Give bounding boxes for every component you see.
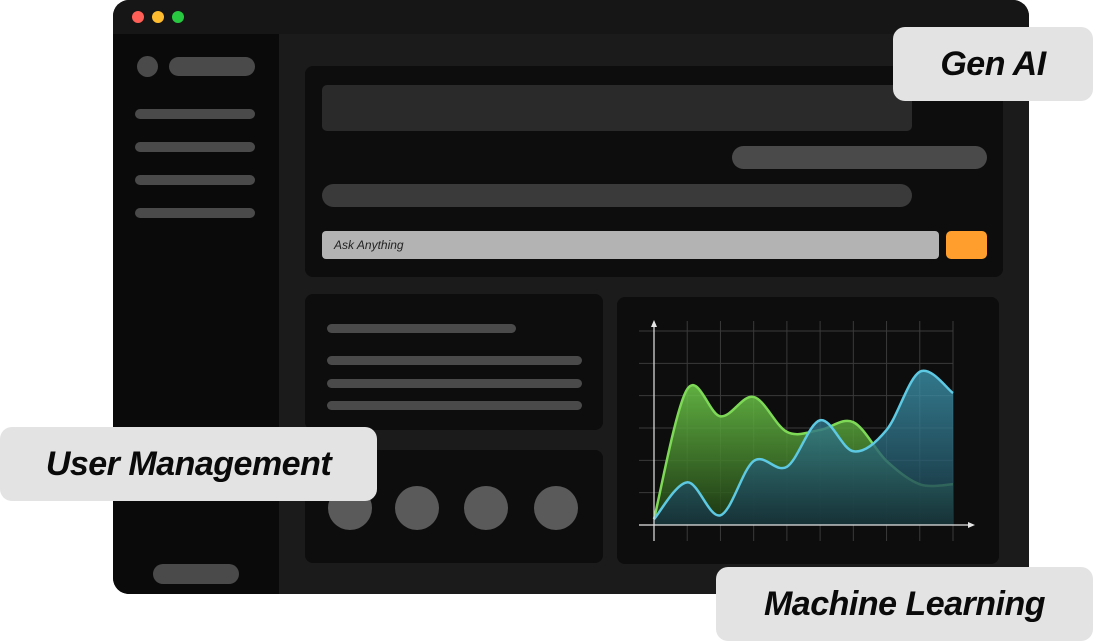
sidebar-item-2[interactable]	[135, 142, 255, 152]
machine-learning-callout: Machine Learning	[716, 567, 1093, 641]
ask-input[interactable]: Ask Anything	[322, 231, 939, 259]
main-content: Ask Anything	[279, 34, 1029, 594]
user-info-heading-placeholder	[327, 324, 516, 333]
user-info-card	[305, 294, 603, 430]
series-2-line	[653, 369, 954, 521]
user-info-line-placeholder	[327, 356, 582, 365]
user-avatar[interactable]	[464, 486, 508, 530]
chat-message-assistant	[322, 184, 912, 207]
user-management-callout: User Management	[0, 427, 377, 501]
chat-message-block	[322, 85, 912, 131]
user-avatar[interactable]	[534, 486, 578, 530]
minimize-window-button[interactable]	[152, 11, 164, 23]
sidebar-bottom-button[interactable]	[153, 564, 239, 584]
maximize-window-button[interactable]	[172, 11, 184, 23]
x-axis-arrow-icon	[968, 522, 975, 528]
close-window-button[interactable]	[132, 11, 144, 23]
app-window: Ask Anything	[113, 0, 1029, 594]
ml-chart-card	[617, 297, 999, 564]
title-bar	[113, 0, 1029, 34]
sidebar	[113, 34, 279, 594]
user-avatar[interactable]	[395, 486, 439, 530]
y-axis-arrow-icon	[651, 320, 657, 327]
sidebar-item-4[interactable]	[135, 208, 255, 218]
user-info-line-placeholder	[327, 379, 582, 388]
send-button[interactable]	[946, 231, 987, 259]
series-2-area	[654, 370, 953, 525]
ml-area-chart	[639, 320, 975, 541]
gen-ai-callout: Gen AI	[893, 27, 1093, 101]
sidebar-username-placeholder	[169, 57, 255, 76]
user-avatars-card	[305, 450, 603, 563]
chat-panel: Ask Anything	[305, 66, 1003, 277]
user-info-line-placeholder	[327, 401, 582, 410]
sidebar-item-1[interactable]	[135, 109, 255, 119]
sidebar-avatar[interactable]	[137, 56, 158, 77]
chat-message-user	[732, 146, 987, 169]
sidebar-item-3[interactable]	[135, 175, 255, 185]
